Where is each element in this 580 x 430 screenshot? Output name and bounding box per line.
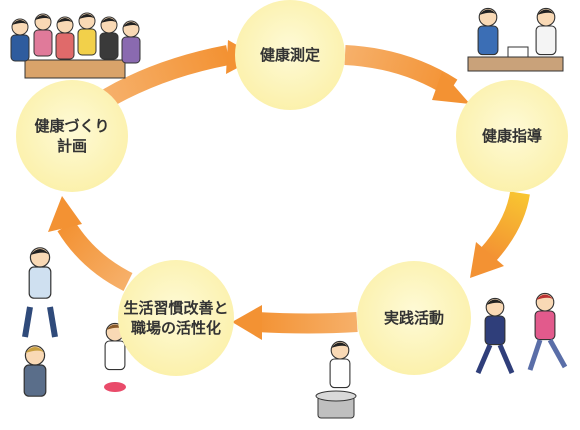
node-health-guidance: 健康指導 xyxy=(456,80,568,192)
arrow-practice-to-lifestyle xyxy=(232,305,358,340)
node-label: 実践活動 xyxy=(384,309,444,327)
cooking-illustration xyxy=(315,340,357,419)
node-label: 健康指導 xyxy=(482,127,542,145)
node-label: 計画 xyxy=(57,137,87,155)
arrow-guidance-to-practice xyxy=(470,191,530,278)
exercise-illustration xyxy=(475,292,568,374)
node-label: 生活習慣改善と xyxy=(123,299,228,317)
node-label: 職場の活性化 xyxy=(131,319,221,337)
node-practice: 実践活動 xyxy=(357,261,471,375)
arrow-check-to-guidance xyxy=(344,45,470,104)
workers-illustration xyxy=(22,247,126,397)
consultation-illustration xyxy=(467,7,564,72)
group-meeting-illustration xyxy=(10,12,141,79)
node-label: 健康測定 xyxy=(260,46,320,64)
arrow-lifestyle-to-planning xyxy=(48,196,133,291)
node-health-check: 健康測定 xyxy=(235,0,345,110)
node-label: 健康づくり xyxy=(34,117,109,135)
